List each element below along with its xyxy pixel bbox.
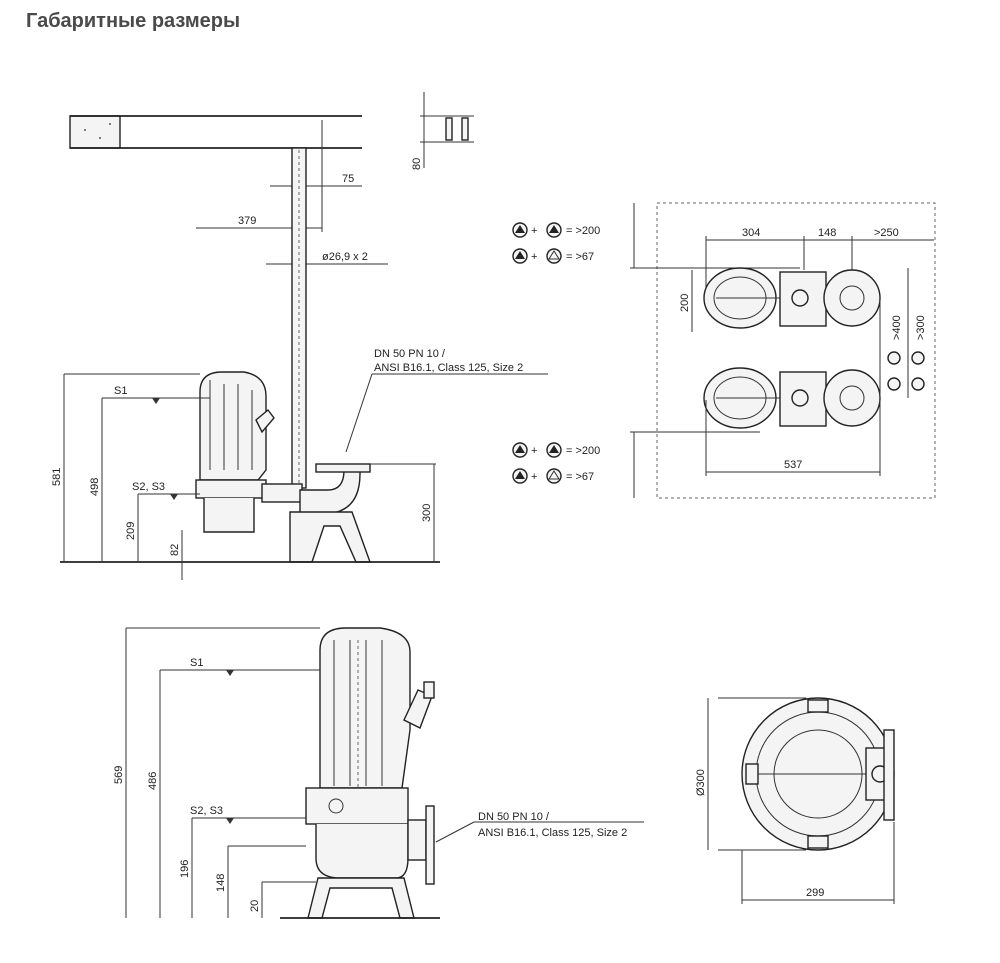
- dim-148-side: 148: [215, 874, 227, 892]
- pump-side-elevation: DN 50 PN 10 / ANSI B16.1, Class 125, Siz…: [113, 627, 644, 919]
- dim-200-plan: 200: [679, 294, 691, 312]
- bracket-bolt-left: [445, 117, 453, 141]
- dim-300-plan: >300: [915, 315, 927, 340]
- dim-299: 299: [806, 887, 824, 899]
- dim-250: >250: [874, 227, 899, 239]
- pump-middle-section-large: [305, 787, 409, 825]
- dim-pipe-diameter: ø26,9 x 2: [322, 251, 368, 263]
- pump-hydraulic-section: [203, 498, 255, 533]
- plus-sign: +: [531, 471, 537, 483]
- bracket-bolt-right: [461, 117, 469, 141]
- dim-400: >400: [891, 315, 903, 340]
- pump-symbol-icon: [911, 377, 925, 391]
- dim-209: 209: [125, 522, 137, 540]
- plus-sign: +: [531, 445, 537, 457]
- discharge-outline-2: [823, 369, 881, 427]
- dim-569: 569: [113, 766, 125, 784]
- pump-symbol-icon: [887, 377, 901, 391]
- dim-148-plan: 148: [818, 227, 836, 239]
- clearance-200-bottom: = >200: [566, 445, 600, 457]
- pump-middle-section: [195, 479, 267, 499]
- page-title: Габаритные размеры: [26, 10, 241, 32]
- dim-75: 75: [342, 173, 354, 185]
- ceiling-slab-hatch: [69, 115, 121, 149]
- pump-motor-housing: [199, 371, 267, 481]
- dim-300-height: 300: [421, 504, 433, 522]
- discharge-flange-large: [425, 805, 435, 885]
- dim-537: 537: [784, 459, 802, 471]
- flange-label-line1: DN 50 PN 10 /: [374, 348, 446, 360]
- plus-sign: +: [531, 251, 537, 263]
- cable-gland: [255, 408, 275, 434]
- level-s2-s3-large: S2, S3: [190, 805, 223, 817]
- pit-outline: [656, 202, 936, 499]
- discharge-outline: [823, 269, 881, 327]
- pump-motor-housing-large: [319, 627, 411, 789]
- level-s2-s3: S2, S3: [132, 481, 165, 493]
- installation-elevation-view: 75 379 ø26,9 x 2 DN 50 PN 10 /: [51, 92, 548, 580]
- discharge-flange: [315, 463, 371, 473]
- flange-label-line2: ANSI B16.1, Class 125, Size 2: [374, 362, 523, 374]
- level-s1: S1: [114, 385, 127, 397]
- clearance-67-top: = >67: [566, 251, 594, 263]
- dim-196: 196: [179, 860, 191, 878]
- dim-82: 82: [169, 544, 181, 556]
- plan-view-twin-installation: + = >200 + = >67 304 148 >250: [512, 202, 936, 499]
- pump-outline-symbol-icon: [911, 351, 925, 365]
- dim-498: 498: [89, 478, 101, 496]
- pump-hydraulic-section-large: [315, 824, 409, 879]
- dim-379: 379: [238, 215, 256, 227]
- clearance-67-bottom: = >67: [566, 471, 594, 483]
- flange-label-large-line1: DN 50 PN 10 /: [478, 811, 550, 823]
- discharge-stub: [407, 819, 427, 861]
- pump-top-view: Ø300 299: [695, 697, 895, 904]
- pump-feet: [307, 877, 415, 919]
- clearance-200-top: = >200: [566, 225, 600, 237]
- pump-coupling: [261, 483, 303, 503]
- flange-label-large-line2: ANSI B16.1, Class 125, Size 2: [478, 827, 627, 839]
- level-s1-large: S1: [190, 657, 203, 669]
- dim-20: 20: [249, 900, 261, 912]
- plus-sign: +: [531, 225, 537, 237]
- discharge-elbow: [299, 467, 361, 515]
- dim-80: 80: [411, 158, 423, 170]
- dim-581: 581: [51, 468, 63, 486]
- pump-symbol-icon: [887, 351, 901, 365]
- dim-304: 304: [742, 227, 760, 239]
- duckfoot-bend-base: [289, 511, 371, 563]
- dim-diameter-300: Ø300: [695, 769, 707, 796]
- dim-486: 486: [147, 772, 159, 790]
